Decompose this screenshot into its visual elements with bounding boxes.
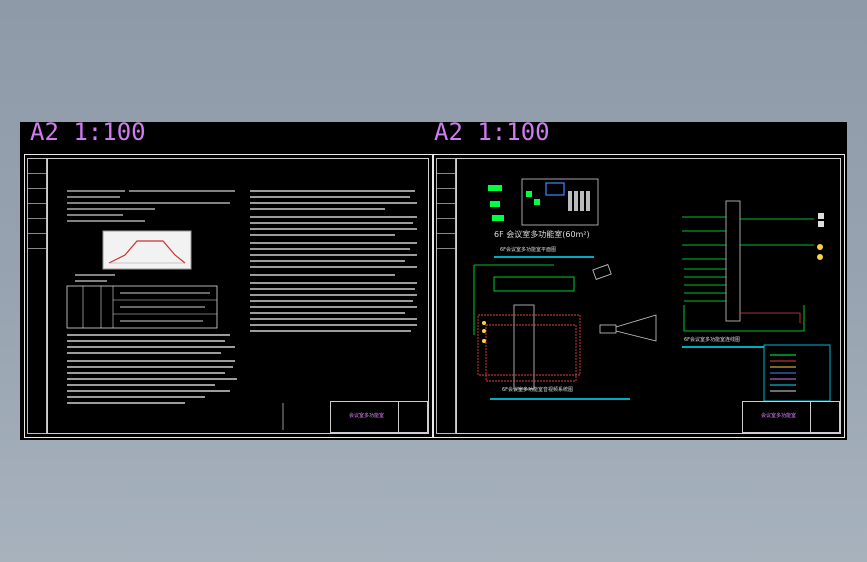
room-caption: 6F会议室多功能室平面图 xyxy=(500,246,556,253)
title-block-right: 会议室多功能室 xyxy=(742,401,840,433)
sheet-frame xyxy=(456,158,841,434)
sheet-frame xyxy=(47,158,429,434)
layout-label-left: A2 1:100 xyxy=(30,118,146,146)
drawing-sheet-right[interactable]: 6F 会议室多功能室(60m²) 6F会议室多功能室平面图 6F会议室多功能室音… xyxy=(433,154,845,438)
text-notes-area xyxy=(66,190,417,430)
drawing-sheet-left[interactable]: 会议室多功能室 xyxy=(24,154,433,438)
matrix-caption: 6F会议室多功能室连线图 xyxy=(684,336,740,343)
system-caption: 6F会议室多功能室音视频系统图 xyxy=(502,386,573,393)
revision-strip xyxy=(436,158,456,434)
title-block-left: 会议室多功能室 xyxy=(330,401,428,433)
title-block-caption: 会议室多功能室 xyxy=(349,413,385,419)
room-title: 6F 会议室多功能室(60m²) xyxy=(494,229,590,239)
revision-strip xyxy=(27,158,47,434)
model-viewport[interactable]: A2 1:100 A2 1:100 xyxy=(20,118,847,440)
av-system-diagram: 6F 会议室多功能室(60m²) 6F会议室多功能室平面图 6F会议室多功能室音… xyxy=(473,178,831,402)
layout-label-right: A2 1:100 xyxy=(434,118,550,146)
title-block-caption: 会议室多功能室 xyxy=(761,413,797,419)
